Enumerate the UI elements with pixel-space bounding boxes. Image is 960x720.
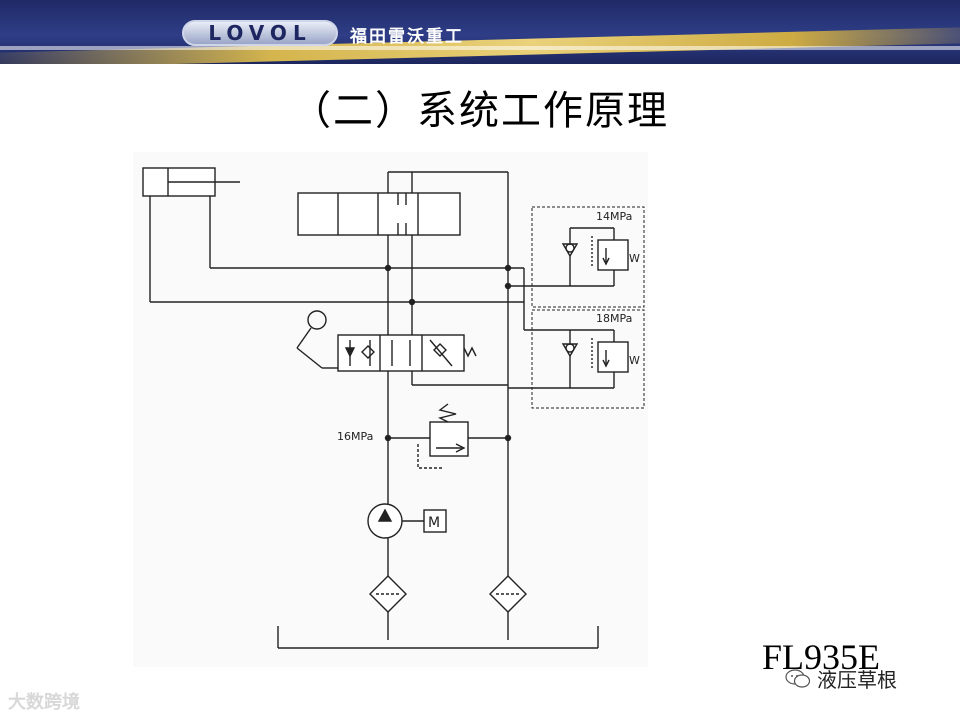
electric-motor: M bbox=[423, 509, 447, 533]
relief-valve-2: W bbox=[508, 268, 640, 389]
main-control-valve bbox=[337, 334, 477, 372]
relief-valve-2-label: 18MPa bbox=[596, 312, 632, 325]
slide-title: （二）系统工作原理 bbox=[291, 88, 669, 134]
hydraulic-pump bbox=[367, 503, 424, 539]
watermark-left: 大数跨境 bbox=[8, 692, 80, 713]
svg-text:M: M bbox=[428, 515, 440, 531]
relief-valve-1: W bbox=[561, 227, 640, 287]
banner-stripe bbox=[0, 46, 960, 50]
header-banner: LOVOL 福田雷沃重工 bbox=[0, 0, 960, 64]
control-lever bbox=[296, 310, 338, 369]
brand-name: 福田雷沃重工 bbox=[350, 27, 464, 47]
oil-tank bbox=[277, 626, 599, 649]
relief-valve-1-label: 14MPa bbox=[596, 210, 632, 223]
main-relief-valve bbox=[384, 403, 512, 469]
main-relief-label: 16MPa bbox=[337, 430, 373, 443]
svg-text:W: W bbox=[629, 354, 640, 367]
model-label: FL935E bbox=[762, 637, 881, 677]
top-directional-valve bbox=[297, 192, 461, 236]
hydraulic-cylinder bbox=[142, 167, 240, 302]
lovol-logo: LOVOL bbox=[182, 20, 338, 46]
watermark-right: 液压草根 bbox=[785, 664, 897, 693]
filter-right bbox=[489, 575, 527, 613]
svg-text:W: W bbox=[629, 252, 640, 265]
filter-left bbox=[369, 575, 407, 613]
watermark-right-text: 液压草根 bbox=[817, 668, 897, 692]
hydraulic-schematic: 14MPa W 18MPa W bbox=[130, 150, 650, 670]
wechat-icon bbox=[785, 668, 811, 690]
